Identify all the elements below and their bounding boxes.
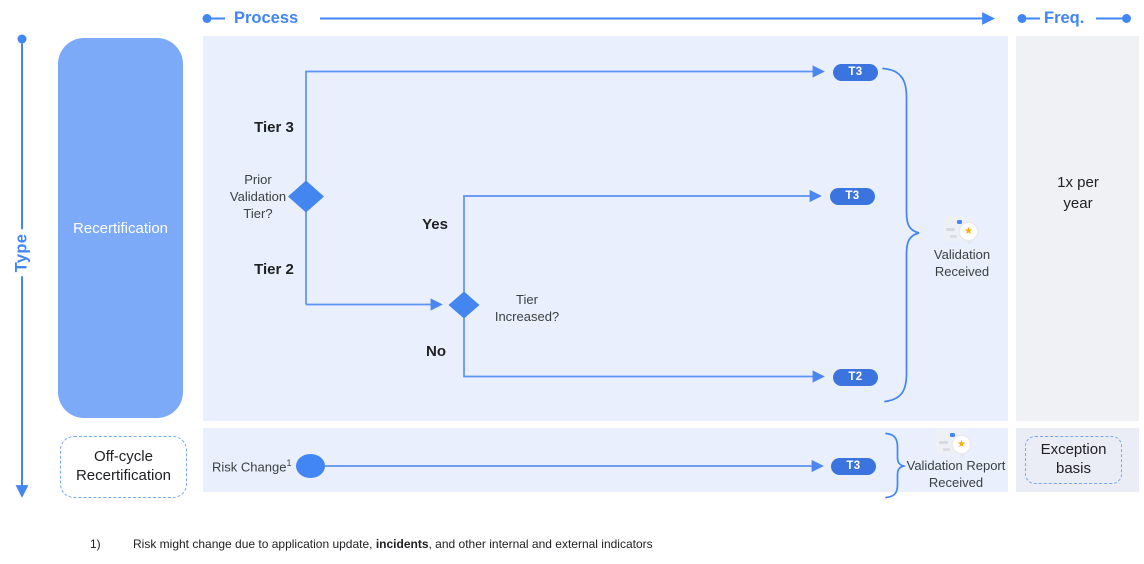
- risk-change-footnote-ref: 1: [286, 458, 292, 468]
- footnote-text: Risk might change due to application upd…: [133, 537, 653, 551]
- brace-validation-received: [882, 67, 920, 403]
- tier-pill-t3-off-cycle: T3: [831, 457, 876, 475]
- certificate-badge: ★: [953, 436, 970, 453]
- certificate-badge: ★: [960, 223, 977, 240]
- tier-pill-t2-no: T2: [833, 368, 878, 386]
- footnote-text-post: , and other internal and external indica…: [428, 537, 653, 551]
- freq-axis: [1017, 14, 1131, 23]
- type-axis-label: Type: [12, 229, 32, 277]
- decision-tier-increased-label: Tier Increased?: [494, 292, 560, 325]
- freq-exception-basis-label: Exception basis: [1040, 441, 1107, 477]
- recertification-box: Recertification: [58, 38, 183, 418]
- decision-diamond-tier-increased: [448, 291, 480, 319]
- process-axis: [202, 12, 995, 25]
- process-panel-recertification: [203, 36, 1008, 421]
- risk-change-text: Risk Change: [212, 459, 287, 475]
- freq-axis-label: Freq.: [1040, 9, 1089, 28]
- no-branch-label: No: [426, 343, 446, 360]
- tier-pill-t3-yes: T3: [830, 187, 875, 205]
- risk-change-node: [296, 454, 325, 478]
- decision-diamond-prior-tier: [288, 180, 324, 213]
- certificate-dash: [950, 235, 957, 238]
- validation-received-label: Validation Received: [933, 247, 991, 280]
- certificate-icon: ★: [941, 217, 987, 247]
- brace-validation-report: [885, 432, 907, 499]
- footnote-marker: 1): [90, 537, 101, 551]
- certificate-ribbon: [958, 451, 967, 458]
- tier-pill-t3-top: T3: [833, 63, 878, 81]
- validation-report-received-label: Validation Report Received: [906, 458, 1006, 491]
- star-icon: ★: [957, 438, 966, 450]
- certificate-dot: [957, 220, 962, 224]
- freq-recertification-value: 1x per year: [1057, 174, 1099, 212]
- tier-2-branch-label: Tier 2: [254, 261, 294, 278]
- process-axis-label: Process: [230, 9, 303, 28]
- certificate-dash: [939, 441, 948, 444]
- certificate-ribbon: [965, 238, 974, 245]
- risk-change-label: Risk Change1: [212, 458, 291, 474]
- off-cycle-recertification-label: Off-cycle Recertification: [75, 448, 172, 484]
- off-cycle-recertification-box: Off-cycle Recertification: [60, 436, 187, 498]
- certificate-dash: [946, 228, 955, 231]
- freq-exception-basis-box: Exception basis: [1025, 436, 1122, 484]
- tier-3-branch-label: Tier 3: [254, 119, 294, 136]
- recert-flow-lines: [305, 65, 825, 383]
- certificate-icon: ★: [934, 430, 980, 460]
- certificate-dot: [950, 433, 955, 437]
- footnote-text-pre: Risk might change due to application upd…: [133, 537, 376, 551]
- star-icon: ★: [964, 225, 973, 237]
- footnote-text-bold: incidents: [375, 537, 429, 551]
- certificate-dash: [943, 448, 950, 451]
- freq-panel-recertification: [1016, 36, 1139, 421]
- decision-prior-tier-label: Prior Validation Tier?: [229, 172, 287, 222]
- recertification-label: Recertification: [72, 219, 169, 237]
- yes-branch-label: Yes: [422, 216, 448, 233]
